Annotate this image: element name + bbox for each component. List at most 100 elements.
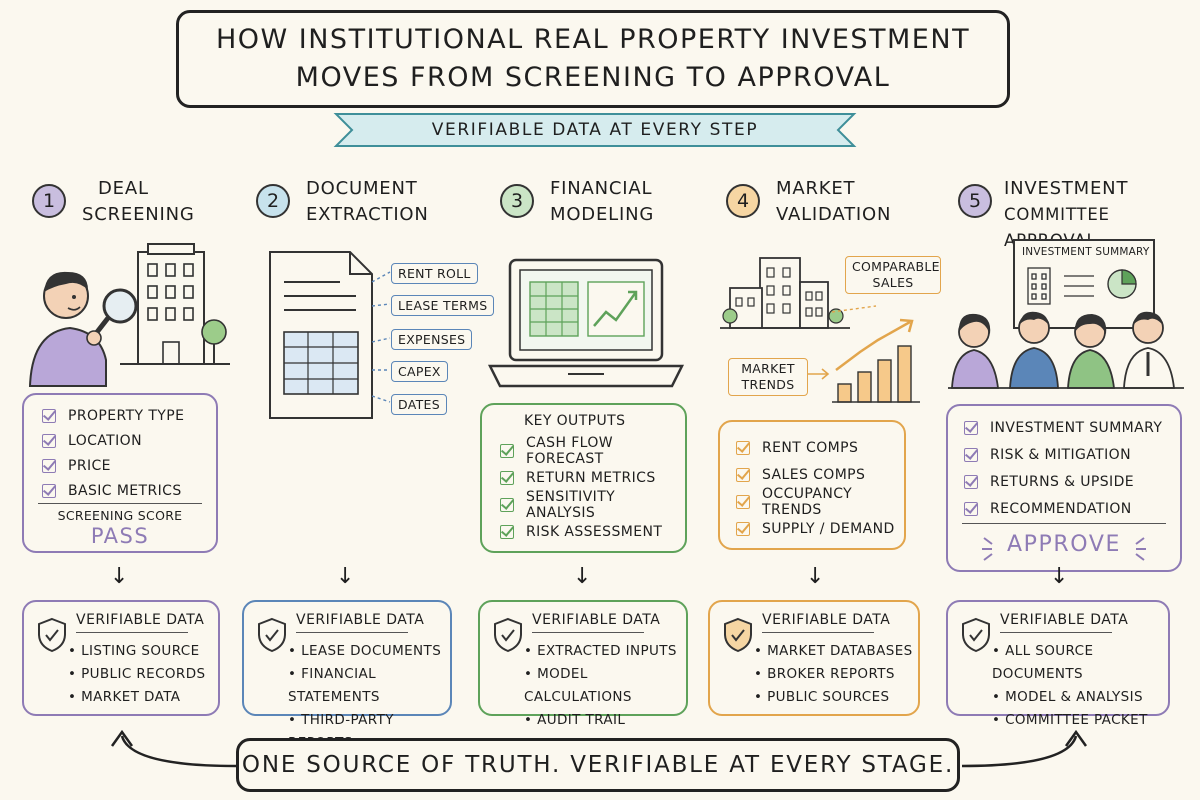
verifiable-item: • COMMITTEE PACKET <box>992 712 1148 728</box>
arrow-down-icon: ↓ <box>1050 564 1069 589</box>
step-4-checklist: RENT COMPS SALES COMPS OCCUPANCY TRENDS … <box>736 434 904 542</box>
checklist-item: RISK ASSESSMENT <box>500 518 685 545</box>
verifiable-item: • ALL SOURCE DOCUMENTS <box>992 643 1094 682</box>
feedback-loop-arrows <box>110 729 1088 768</box>
checkbox-icon <box>736 467 750 482</box>
checkbox-icon <box>42 433 56 448</box>
step-4-verifiable-card: VERIFIABLE DATA • MARKET DATABASES • BRO… <box>708 600 920 716</box>
shield-check-icon <box>962 617 990 653</box>
board-title: INVESTMENT SUMMARY <box>1022 246 1150 258</box>
title-banner: HOW INSTITUTIONAL REAL PROPERTY INVESTME… <box>176 10 1010 108</box>
checkbox-icon <box>736 494 750 509</box>
checkbox-icon <box>42 458 56 473</box>
checkbox-icon <box>500 524 514 539</box>
checkbox-icon <box>500 443 514 458</box>
checklist-item: RECOMMENDATION <box>964 495 1162 522</box>
laptop-model-illustration <box>487 258 685 388</box>
verifiable-list: • LISTING SOURCE • PUBLIC RECORDS • MARK… <box>68 640 205 709</box>
checkbox-icon <box>736 521 750 536</box>
checkbox-icon <box>500 470 514 485</box>
checklist-item: PROPERTY TYPE <box>42 403 184 428</box>
verifiable-title: VERIFIABLE DATA <box>1000 612 1129 628</box>
step-3-outputs-card: KEY OUTPUTS CASH FLOW FORECAST RETURN ME… <box>480 403 687 553</box>
shield-check-icon <box>258 617 286 653</box>
checklist-item: PRICE <box>42 453 184 478</box>
step-1-verifiable-card: VERIFIABLE DATA • LISTING SOURCE • PUBLI… <box>22 600 220 716</box>
tag-market-trends: MARKET TRENDS <box>728 358 808 396</box>
arrow-down-icon: ↓ <box>336 564 355 589</box>
step-2-number: 2 <box>256 184 290 218</box>
step-2-verifiable-card: VERIFIABLE DATA • LEASE DOCUMENTS • FINA… <box>242 600 452 751</box>
checklist-item: INVESTMENT SUMMARY <box>964 414 1162 441</box>
doc-tag-lease-terms: LEASE TERMS <box>391 295 495 316</box>
checklist-item: SUPPLY / DEMAND <box>736 515 904 542</box>
shield-check-icon <box>724 617 752 653</box>
footer-banner: ONE SOURCE OF TRUTH. VERIFIABLE AT EVERY… <box>236 738 960 792</box>
subtitle: VERIFIABLE DATA AT EVERY STEP <box>431 120 759 140</box>
checklist-item: SENSITIVITY ANALYSIS <box>500 489 685 521</box>
checklist-item: OCCUPANCY TRENDS <box>736 486 904 518</box>
step-4-title: MARKET VALIDATION <box>776 178 892 225</box>
committee-meeting-illustration <box>948 239 1184 389</box>
step-1-checklist: PROPERTY TYPE LOCATION PRICE BASIC METRI… <box>42 403 184 503</box>
verifiable-item: • PUBLIC RECORDS <box>68 666 206 682</box>
arrow-down-icon: ↓ <box>573 564 592 589</box>
checkbox-icon <box>500 497 514 512</box>
checklist-item: RISK & MITIGATION <box>964 441 1162 468</box>
doc-tag-dates: DATES <box>391 394 447 415</box>
step-2-title: DOCUMENT EXTRACTION <box>306 178 429 225</box>
shield-check-icon <box>38 617 66 653</box>
step-1-number: 1 <box>32 184 66 218</box>
checkbox-icon <box>964 420 978 435</box>
checklist-item: LOCATION <box>42 428 184 453</box>
verifiable-title: VERIFIABLE DATA <box>76 612 205 628</box>
tag-comparable-sales: COMPARABLE SALES <box>845 256 941 294</box>
screening-score-value: PASS <box>90 524 150 548</box>
step-4-checklist-card: RENT COMPS SALES COMPS OCCUPANCY TRENDS … <box>718 420 906 550</box>
verifiable-title: VERIFIABLE DATA <box>762 612 891 628</box>
step-1-checklist-card: PROPERTY TYPE LOCATION PRICE BASIC METRI… <box>22 393 218 553</box>
checklist-item: BASIC METRICS <box>42 478 184 503</box>
arrow-down-icon: ↓ <box>110 564 129 589</box>
step-5-checklist: INVESTMENT SUMMARY RISK & MITIGATION RET… <box>964 414 1162 522</box>
checklist-item: CASH FLOW FORECAST <box>500 435 685 467</box>
step-3-verifiable-card: VERIFIABLE DATA • EXTRACTED INPUTS • MOD… <box>478 600 688 728</box>
key-outputs-title: KEY OUTPUTS <box>524 413 626 429</box>
step-1-title: DEAL SCREENING <box>82 178 195 225</box>
verifiable-item: • PUBLIC SOURCES <box>754 689 890 705</box>
doc-tag-capex: CAPEX <box>391 361 448 382</box>
step-3-title: FINANCIAL MODELING <box>550 178 655 225</box>
market-validation-illustration <box>720 257 920 403</box>
step-3-number: 3 <box>500 184 534 218</box>
checkbox-icon <box>964 447 978 462</box>
title-line-2: MOVES FROM SCREENING TO APPROVAL <box>295 62 891 93</box>
verifiable-item: • EXTRACTED INPUTS <box>524 643 677 659</box>
screening-score-label: SCREENING SCORE <box>57 508 183 523</box>
step-5-verifiable-card: VERIFIABLE DATA • ALL SOURCE DOCUMENTS •… <box>946 600 1170 728</box>
verifiable-list: • ALL SOURCE DOCUMENTS • MODEL & ANALYSI… <box>992 640 1168 732</box>
doc-tag-rent-roll: RENT ROLL <box>391 263 478 284</box>
checklist-item: RETURNS & UPSIDE <box>964 468 1162 495</box>
approve-sparkle-icon <box>982 537 1146 561</box>
checkbox-icon <box>42 408 56 423</box>
verifiable-item: • LEASE DOCUMENTS <box>288 643 442 659</box>
verifiable-item: • FINANCIAL STATEMENTS <box>288 666 380 705</box>
verifiable-title: VERIFIABLE DATA <box>532 612 661 628</box>
verifiable-item: • MODEL CALCULATIONS <box>524 666 632 705</box>
verifiable-list: • EXTRACTED INPUTS • MODEL CALCULATIONS … <box>524 640 686 732</box>
verifiable-item: • MODEL & ANALYSIS <box>992 689 1143 705</box>
title-line-1: HOW INSTITUTIONAL REAL PROPERTY INVESTME… <box>215 24 971 55</box>
verifiable-item: • LISTING SOURCE <box>68 643 200 659</box>
step-5-checklist-card: INVESTMENT SUMMARY RISK & MITIGATION RET… <box>946 404 1182 572</box>
shield-check-icon <box>494 617 522 653</box>
checklist-item: RETURN METRICS <box>500 464 685 491</box>
checklist-item: SALES COMPS <box>736 461 904 488</box>
verifiable-item: • AUDIT TRAIL <box>524 712 626 728</box>
analyst-magnifier-illustration <box>28 243 230 387</box>
verifiable-item: • MARKET DATA <box>68 689 181 705</box>
decision-approve: APPROVE <box>1007 532 1121 557</box>
verifiable-list: • MARKET DATABASES • BROKER REPORTS • PU… <box>754 640 913 709</box>
verifiable-item: • BROKER REPORTS <box>754 666 895 682</box>
checklist-item: RENT COMPS <box>736 434 904 461</box>
step-4-number: 4 <box>726 184 760 218</box>
